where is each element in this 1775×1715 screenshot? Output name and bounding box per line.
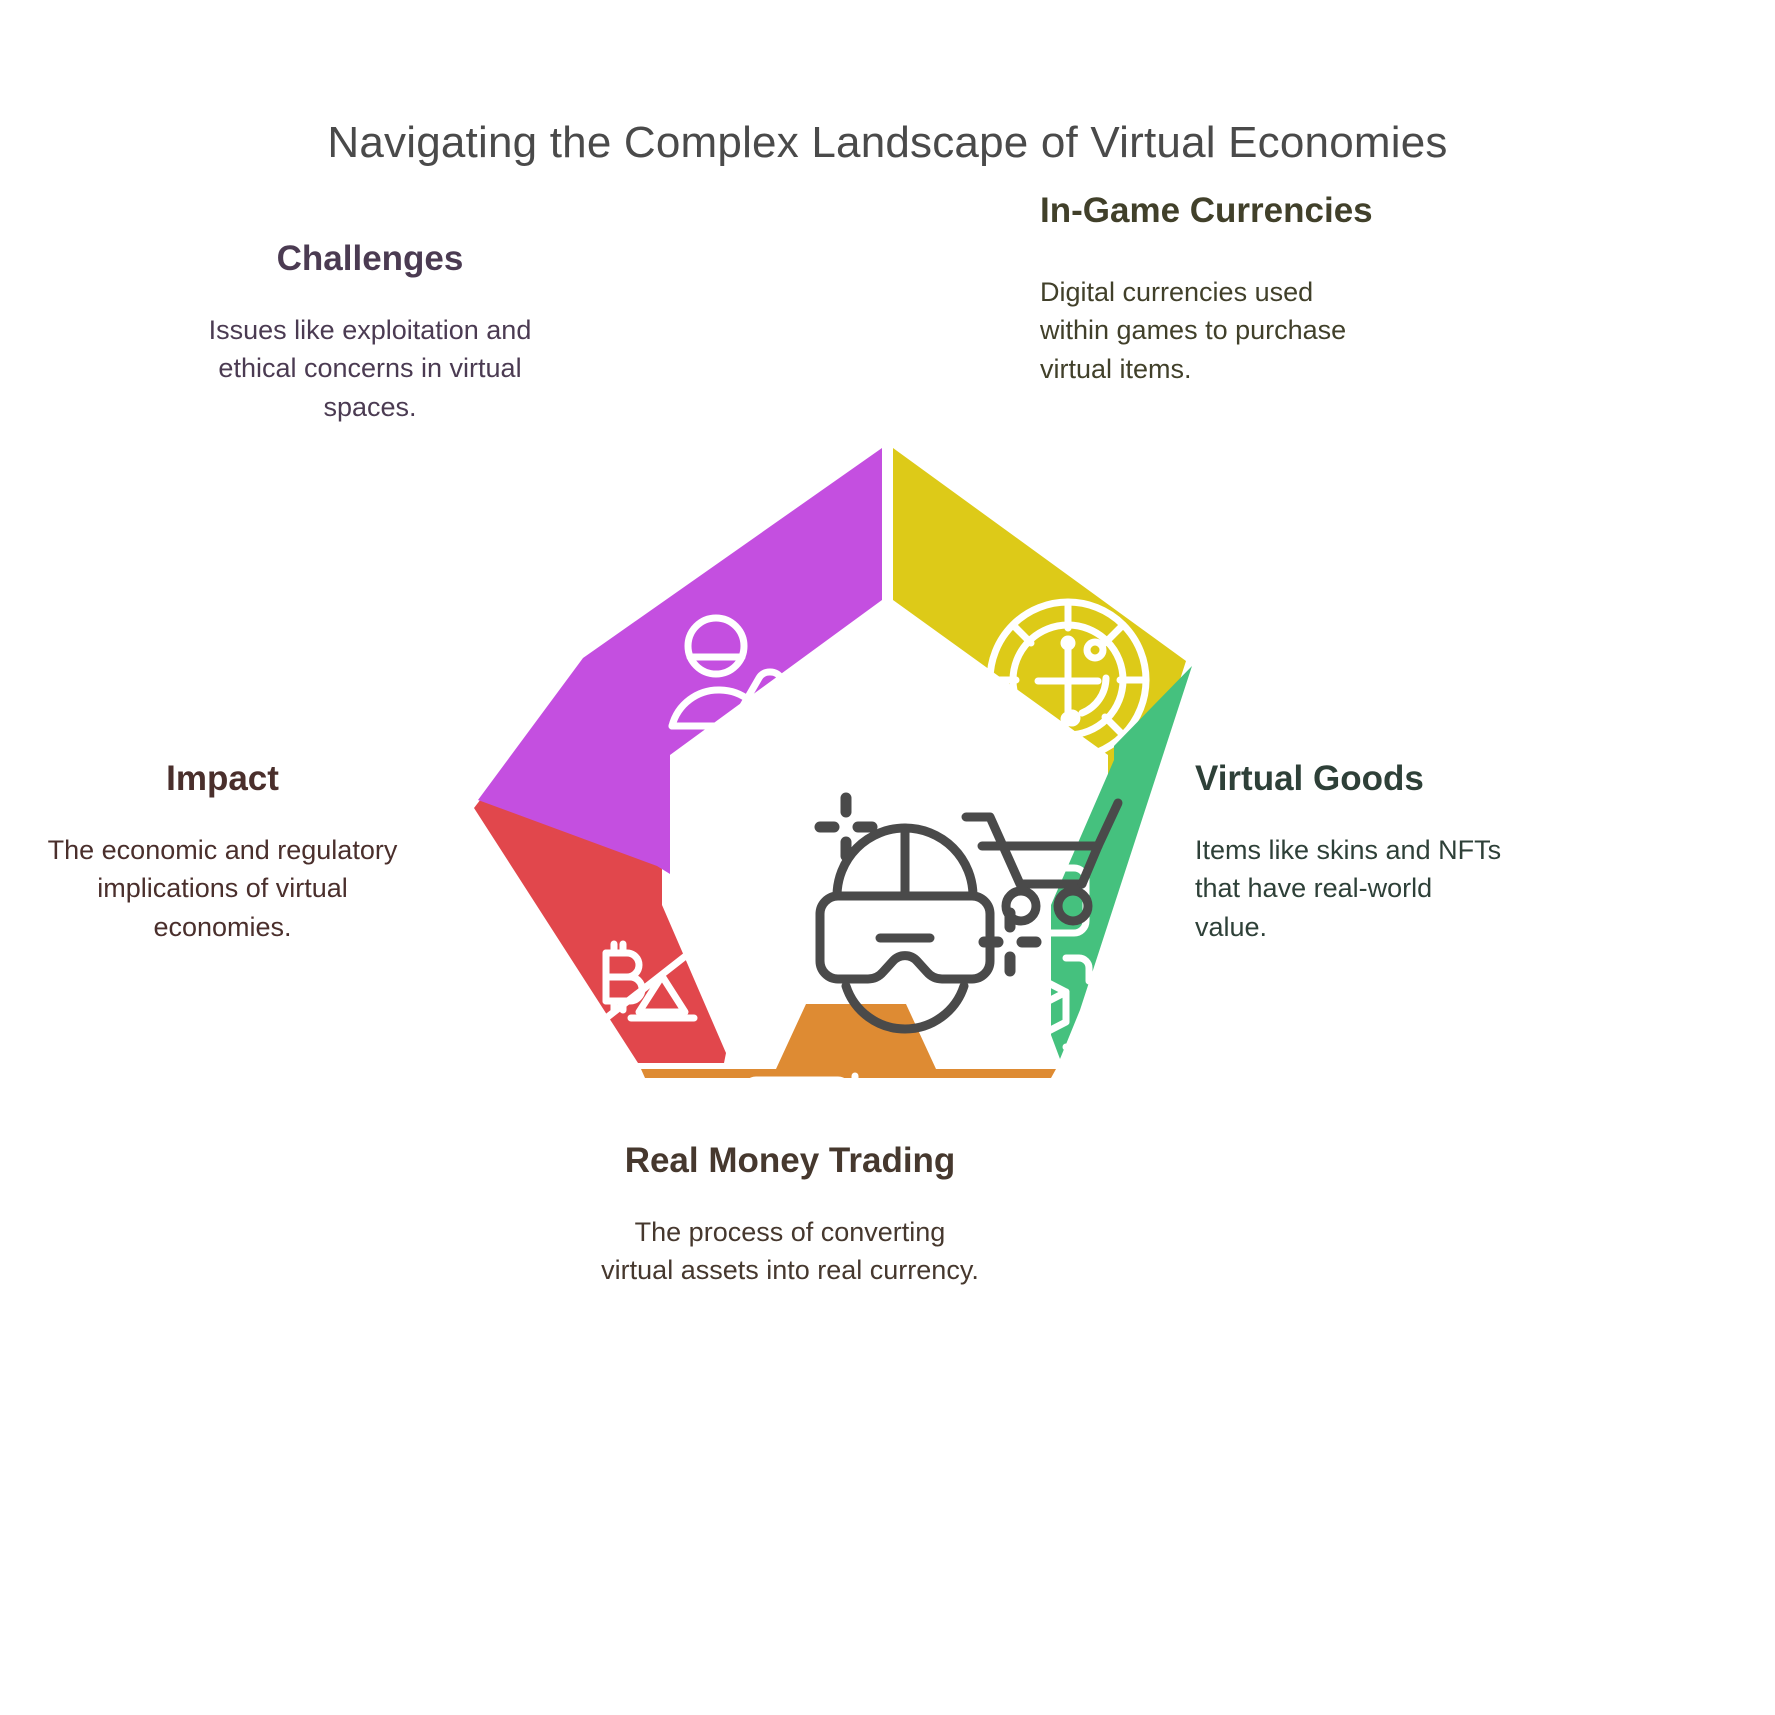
vr-headset-shopping-icon xyxy=(814,792,1123,1034)
label-in-game-currencies[interactable]: In-Game Currencies Digital currencies us… xyxy=(1040,190,1385,389)
heading-impact: Impact xyxy=(166,759,279,798)
person-warning-icon xyxy=(668,614,824,763)
segment-shape-challenges[interactable] xyxy=(478,448,882,874)
segment-virtual-goods[interactable] xyxy=(973,666,1192,1059)
body-in-game-currencies: Digital currencies used within games to … xyxy=(1040,276,1347,384)
segment-shape-impact[interactable] xyxy=(474,666,726,1063)
vr-monitor-cube-icon xyxy=(973,864,1093,1051)
body-impact: The economic and regulatory implications… xyxy=(47,834,398,942)
sparkle-icon xyxy=(814,792,878,862)
segment-shape-in-game-currencies[interactable] xyxy=(893,448,1186,874)
segment-in-game-currencies[interactable] xyxy=(893,448,1186,874)
page-title: Navigating the Complex Landscape of Virt… xyxy=(327,118,1448,167)
heading-real-money-trading: Real Money Trading xyxy=(624,1141,956,1180)
heading-challenges: Challenges xyxy=(276,239,464,278)
casino-chip-icon xyxy=(986,598,1150,762)
segment-impact[interactable] xyxy=(474,666,726,1063)
segment-shape-real-money-trading-strip[interactable] xyxy=(641,1004,1056,1078)
bitcoin-dollar-scale-icon xyxy=(592,858,718,1030)
body-real-money-trading: The process of converting virtual assets… xyxy=(601,1216,979,1286)
sparkle-icon xyxy=(978,907,1042,977)
heading-virtual-goods: Virtual Goods xyxy=(1195,759,1424,798)
label-challenges[interactable]: Challenges Issues like exploitation and … xyxy=(170,238,570,427)
label-virtual-goods[interactable]: Virtual Goods Items like skins and NFTs … xyxy=(1195,758,1505,947)
segment-shape-virtual-goods[interactable] xyxy=(1051,666,1192,1059)
heading-in-game-currencies: In-Game Currencies xyxy=(1040,191,1373,230)
body-challenges: Issues like exploitation and ethical con… xyxy=(208,314,532,422)
label-real-money-trading[interactable]: Real Money Trading The process of conver… xyxy=(600,1140,980,1290)
body-virtual-goods: Items like skins and NFTs that have real… xyxy=(1195,834,1502,942)
label-impact[interactable]: Impact The economic and regulatory impli… xyxy=(45,758,400,947)
segment-challenges[interactable] xyxy=(478,448,882,874)
